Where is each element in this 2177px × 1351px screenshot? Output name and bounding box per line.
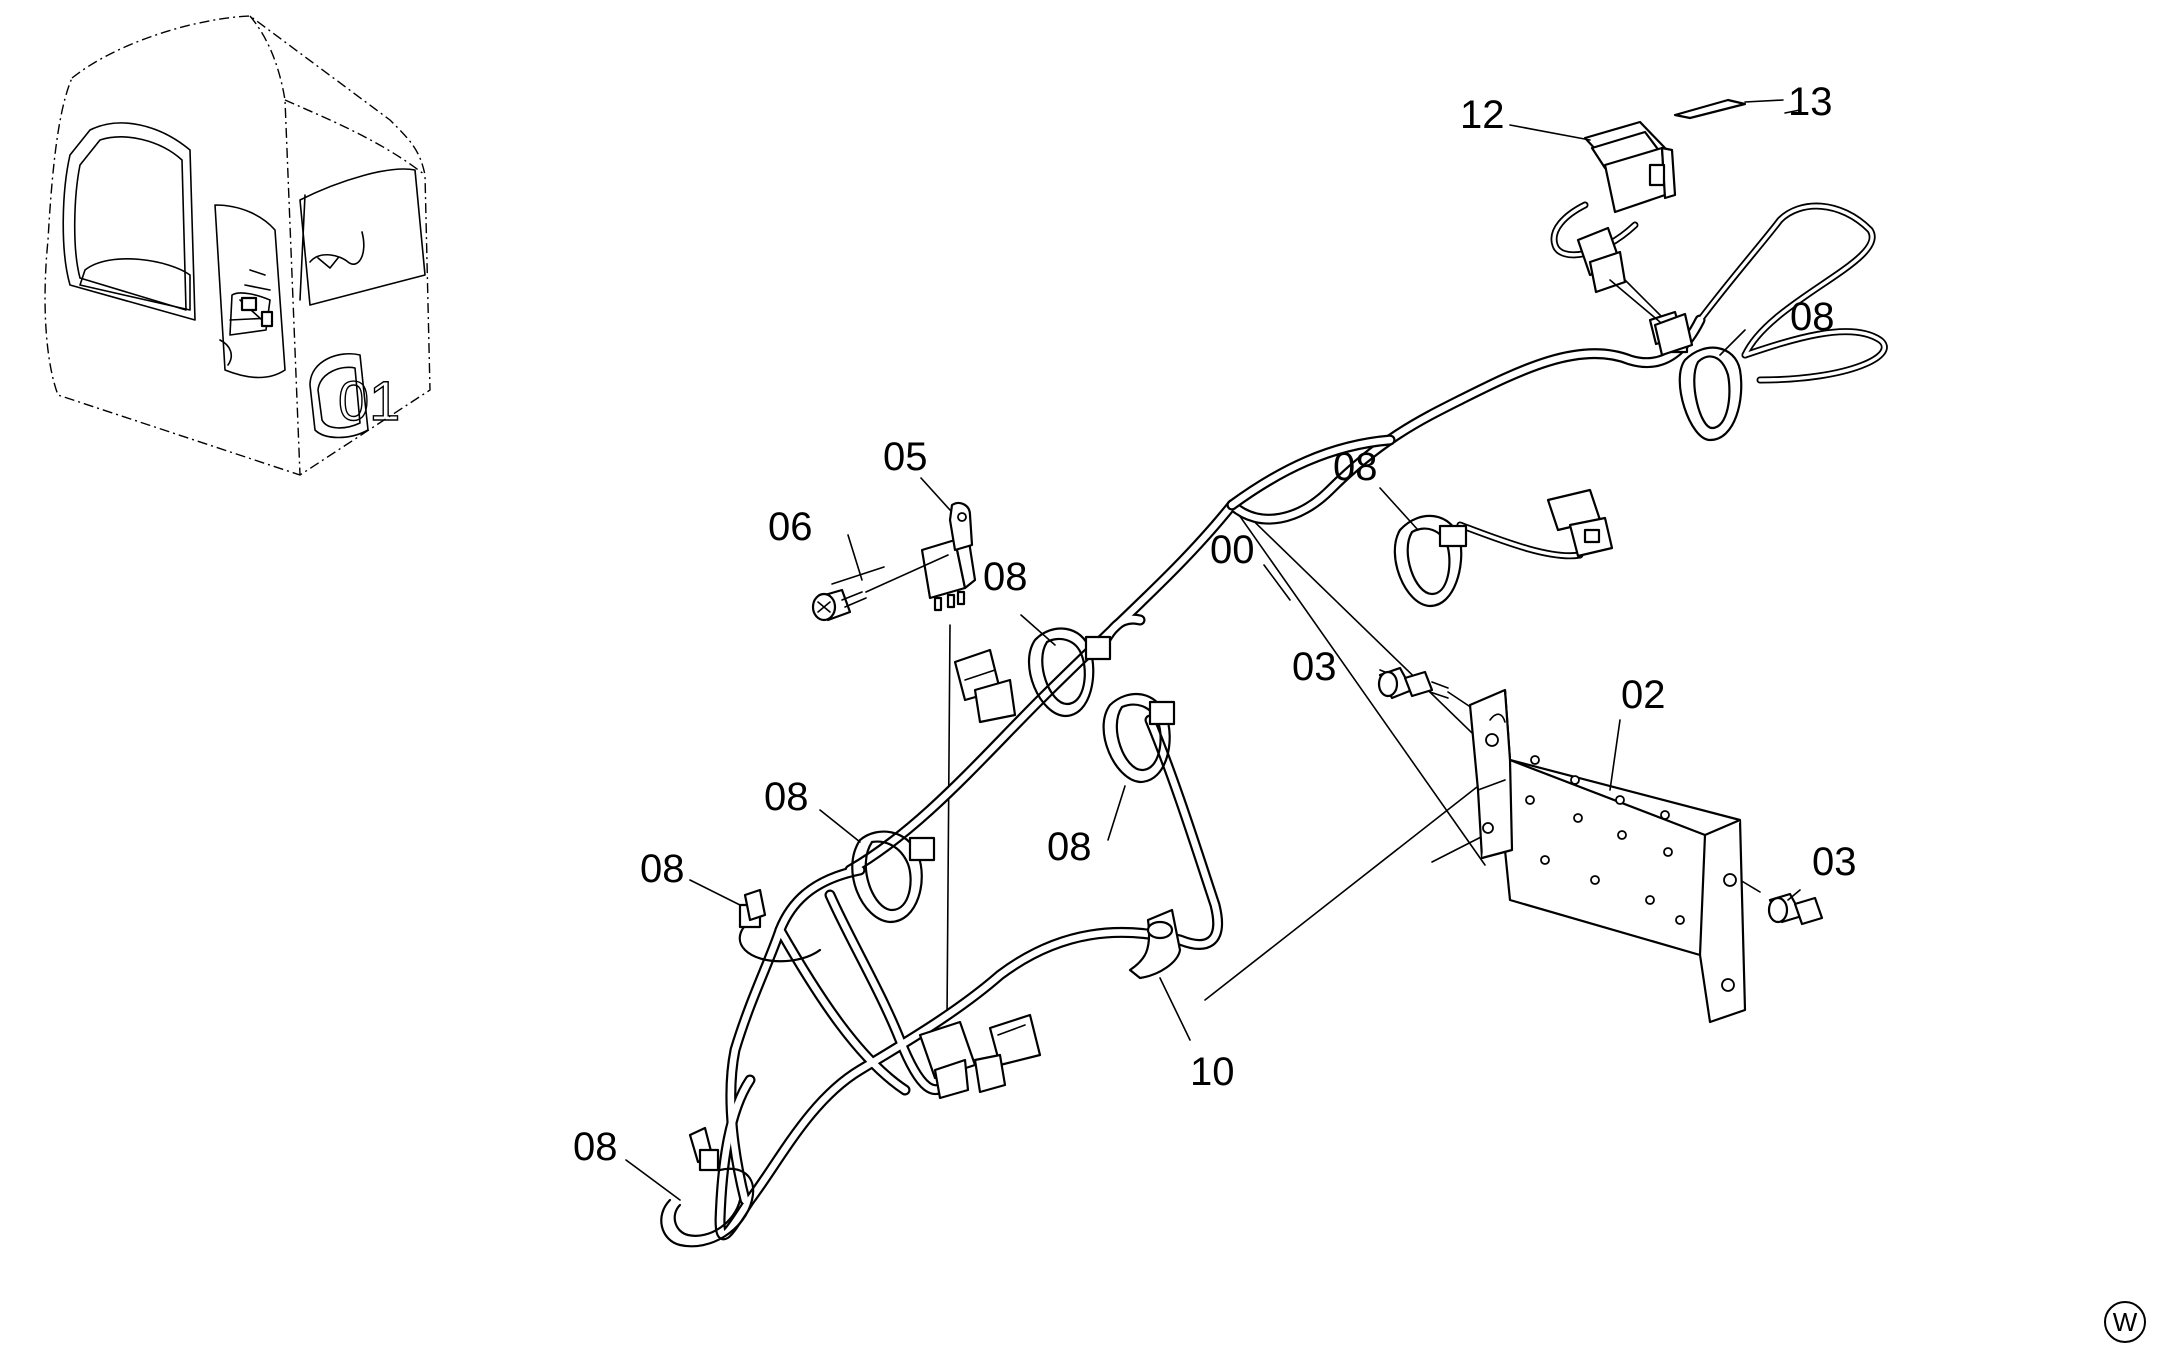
bolt-03-lower [1724,874,1824,926]
callout-08-bottom: 08 [573,1125,618,1169]
socket-lead-line [1609,279,1661,323]
clamp-08-mid [1027,627,1112,718]
cab-harness-sketch [219,231,365,366]
cap-13 [1673,98,1747,120]
clamp-08-left [851,830,936,924]
callout-08-mid: 08 [983,555,1028,599]
corner-mark: W [2104,1301,2146,1343]
leader-lines [831,109,1801,1019]
callout-05: 05 [883,435,928,479]
callout-08-right: 08 [1333,445,1378,489]
callout-leaders [625,99,1801,1201]
connector-bottom [918,1013,1042,1100]
callout-00: 00 [1210,528,1255,572]
callout-13: 13 [1788,80,1833,124]
connector-right [1546,488,1614,558]
main-harness [714,201,1888,1241]
callout-03-upper: 03 [1292,645,1337,689]
callout-labels: 00 02 03 03 05 06 08 08 08 08 08 08 08 1… [573,80,1857,1169]
corner-mark-letter: W [2113,1307,2138,1337]
callout-08-far-left: 08 [640,847,685,891]
clip-10 [1128,908,1182,980]
callout-12: 12 [1460,93,1505,137]
callout-06: 06 [768,505,813,549]
callout-08-left: 08 [764,775,809,819]
connector-mid-left [953,648,1017,724]
callout-08-center: 08 [1047,825,1092,869]
bracket-02 [1468,688,1747,1024]
clamp-08-far-left [738,888,822,963]
socket-12 [1576,120,1694,357]
clamp-08-right [1393,514,1468,608]
screw-06 [811,554,949,622]
clamp-08-bottom [660,1126,755,1248]
harness-connectors [918,488,1614,1100]
relay-05 [920,501,977,612]
callout-03-lower: 03 [1812,840,1857,884]
clamp-08-center [1102,692,1176,784]
cab-overview-illustration: 01 [44,15,431,476]
bolt-03-upper [1377,666,1476,711]
callout-08-top-right: 08 [1790,295,1835,339]
cab-mark: 01 [338,369,400,432]
callout-10: 10 [1190,1050,1235,1094]
callout-02: 02 [1621,673,1666,717]
